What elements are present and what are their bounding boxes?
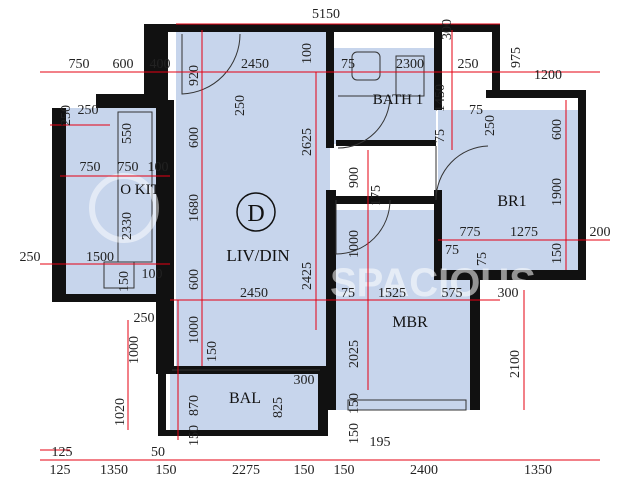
dim-label: 150	[294, 463, 315, 478]
dim-label: 400	[150, 57, 171, 72]
dim-label: 1200	[534, 68, 562, 83]
dim-label: 920	[187, 65, 202, 86]
dim-label: 75	[341, 57, 355, 72]
dim-label: 1680	[187, 194, 202, 222]
room-bal: BAL	[229, 390, 261, 407]
dim-label: 575	[442, 286, 463, 301]
dim-label: 150	[334, 463, 355, 478]
dim-label: 75	[475, 252, 490, 266]
dim-label: 100	[148, 160, 169, 175]
dim-label: 250	[233, 95, 248, 116]
dim-label: 1275	[510, 225, 538, 240]
dim-label: 2300	[396, 57, 424, 72]
mbr-floor	[336, 210, 472, 410]
dim-label: 300	[440, 19, 455, 40]
dim-label: 600	[187, 269, 202, 290]
dim-label: 2450	[241, 57, 269, 72]
dim-label: 1020	[113, 398, 128, 426]
dim-label: 125	[50, 463, 71, 478]
dim-label: 100	[300, 43, 315, 64]
doors	[181, 33, 489, 255]
dim-label: 250	[78, 103, 99, 118]
dim-label: 75	[469, 103, 483, 118]
dim-label: 975	[509, 47, 524, 68]
dim-label: 775	[460, 225, 481, 240]
dim-label: 825	[271, 397, 286, 418]
dim-label: 50	[151, 445, 165, 460]
dim-label: 2450	[240, 286, 268, 301]
dim-label: 250	[20, 250, 41, 265]
unit-badge	[236, 192, 276, 232]
dim-label: 195	[370, 435, 391, 450]
dim-label: 1450	[433, 84, 448, 112]
dim-label: 750	[118, 160, 139, 175]
dim-label: 1350	[524, 463, 552, 478]
dim-label: 1525	[378, 286, 406, 301]
dim-label: 150	[187, 425, 202, 446]
dim-label: 75	[433, 129, 448, 143]
dim-label: 100	[142, 267, 163, 282]
dim-label: 125	[52, 445, 73, 460]
dim-label: 2400	[410, 463, 438, 478]
room-br1: BR1	[497, 193, 526, 210]
dim-label: 150	[347, 393, 362, 414]
unit-label: D	[247, 201, 264, 227]
dim-label: 2625	[300, 128, 315, 156]
room-labels: D LIV/DIN O KIT BATH 1 BR1 MBR BAL	[120, 92, 526, 407]
room-bath: BATH 1	[373, 92, 423, 108]
dim-label: 1000	[187, 316, 202, 344]
dim-label: 1000	[347, 230, 362, 258]
dim-label: 900	[347, 167, 362, 188]
dim-label: 150	[205, 341, 220, 362]
dim-label: 1350	[100, 463, 128, 478]
dim-label: 1500	[86, 250, 114, 265]
dim-label: 300	[498, 286, 519, 301]
dim-label: 550	[120, 123, 135, 144]
dim-label: 150	[117, 271, 132, 292]
dimension-lines	[40, 23, 610, 461]
dim-label: 750	[80, 160, 101, 175]
dim-label: 2275	[232, 463, 260, 478]
room-kit: O KIT	[120, 182, 160, 198]
dim-label: 870	[187, 395, 202, 416]
dim-label: 2330	[120, 212, 135, 240]
bal-floor	[170, 374, 320, 430]
dimension-labels: 5150 300 975 1200 750 600 400 920 2450 1…	[20, 7, 611, 478]
dim-label: 175	[369, 185, 384, 206]
dim-label: 250	[483, 115, 498, 136]
dim-label: 5150	[312, 7, 340, 22]
dim-label: 2100	[508, 350, 523, 378]
dim-label: 150	[347, 423, 362, 444]
dim-label: 75	[445, 243, 459, 258]
watermark-text: SPACIOUS	[330, 261, 536, 305]
dim-label: 600	[550, 119, 565, 140]
dim-label: 150	[156, 463, 177, 478]
kit-floor	[64, 108, 156, 294]
dim-label: 2025	[347, 340, 362, 368]
dim-label: 250	[134, 311, 155, 326]
dim-label: 2425	[300, 262, 315, 290]
dim-label: 750	[69, 57, 90, 72]
room-liv-din: LIV/DIN	[226, 246, 289, 265]
dim-label: 250	[59, 105, 74, 126]
room-mbr: MBR	[392, 314, 428, 331]
dim-label: 600	[113, 57, 134, 72]
floor-areas	[64, 30, 586, 430]
dim-label: 250	[458, 57, 479, 72]
dim-label: 300	[294, 373, 315, 388]
watermark: SPACIOUS	[89, 173, 536, 305]
dim-label: 1900	[550, 178, 565, 206]
dim-label: 200	[590, 225, 611, 240]
dim-label: 150	[550, 243, 565, 264]
dim-label: 75	[341, 286, 355, 301]
dim-label: 600	[187, 127, 202, 148]
dim-label: 1000	[127, 336, 142, 364]
